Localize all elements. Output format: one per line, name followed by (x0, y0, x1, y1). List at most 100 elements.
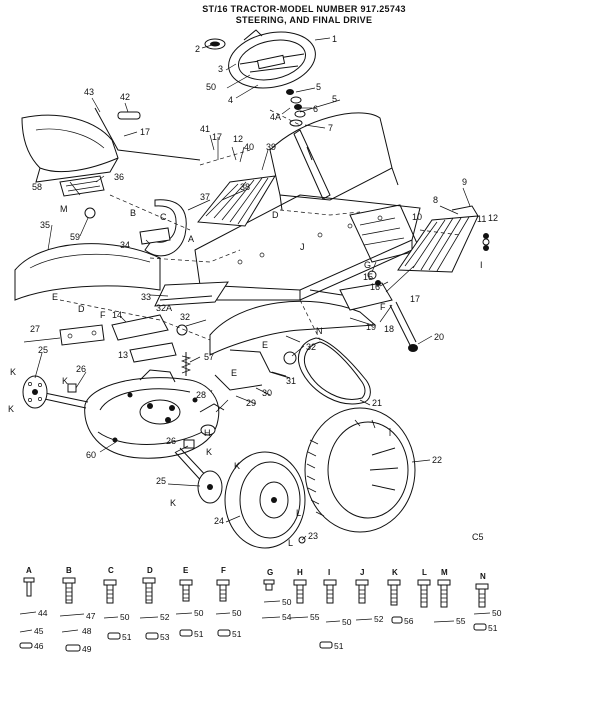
letter-K-5: K (234, 461, 240, 471)
hardware-letter-E: E (183, 566, 189, 575)
letter-N: N (316, 326, 323, 336)
callout-16: 16 (370, 282, 380, 292)
letter-F-panel: F (100, 310, 106, 320)
callout-40: 40 (244, 142, 254, 152)
hardware-number-54: 54 (282, 612, 292, 622)
callout-17-gear: 17 (410, 294, 420, 304)
letter-I: I (480, 260, 483, 270)
fender-right (209, 300, 377, 356)
hardware-column-C: C 50 51 (103, 566, 132, 642)
letter-K-1: K (10, 367, 16, 377)
hardware-letter-M: M (441, 568, 448, 577)
callout-28: 28 (196, 390, 206, 400)
callout-19: 19 (366, 322, 376, 332)
sheet-code: C5 (472, 532, 484, 542)
seat-handle (94, 107, 201, 161)
callout-59: 59 (70, 232, 80, 242)
hardware-number-45: 45 (34, 626, 44, 636)
hardware-number-51-c: 51 (122, 632, 132, 642)
steering-cap (204, 38, 226, 50)
hardware-letter-G: G (267, 568, 273, 577)
panel-14 (111, 314, 169, 341)
callout-21: 21 (372, 398, 382, 408)
hardware-letter-I: I (328, 568, 330, 577)
hardware-column-I: I 50 (323, 568, 352, 627)
rear-tire-22 (304, 407, 416, 533)
letter-M: M (60, 204, 68, 214)
hardware-number-56: 56 (404, 616, 414, 626)
hardware-column-A: A 44 45 46 (19, 566, 48, 651)
callout-38: 38 (240, 182, 250, 192)
callout-20: 20 (434, 332, 444, 342)
hardware-number-51-n: 51 (488, 623, 498, 633)
hardware-letter-H: H (297, 568, 303, 577)
seat-bracket (59, 175, 105, 219)
panel-13 (129, 342, 177, 363)
callout-27: 27 (30, 324, 40, 334)
hardware-number-46: 46 (34, 641, 44, 651)
hardware-number-51-e: 51 (194, 629, 204, 639)
callout-5-lower: 5 (332, 94, 337, 104)
letter-B: B (130, 208, 136, 218)
pulley-knob (176, 324, 297, 365)
callout-37: 37 (200, 192, 210, 202)
hardware-letter-B: B (66, 566, 72, 575)
callout-12-right: 12 (488, 213, 498, 223)
fender-left (14, 243, 161, 301)
transaxle-60 (84, 369, 220, 459)
hardware-number-50-n: 50 (492, 608, 502, 618)
hardware-letter-A: A (26, 566, 32, 575)
hardware-column-K: K 56 (387, 568, 414, 626)
callout-26-left: 26 (76, 364, 86, 374)
letter-H: H (204, 428, 211, 438)
plate-34 (139, 227, 171, 245)
steering-shaft (289, 119, 331, 200)
callout-1: 1 (332, 34, 337, 44)
callout-10: 10 (412, 212, 422, 222)
hardware-number-55-h: 55 (310, 612, 320, 622)
callout-26-right: 26 (166, 436, 176, 446)
letter-K-4: K (206, 447, 212, 457)
hardware-number-50-i: 50 (342, 617, 352, 627)
axle-left (39, 391, 89, 409)
callout-35: 35 (40, 220, 50, 230)
callout-13: 13 (118, 350, 128, 360)
panel-27 (59, 324, 105, 346)
letter-E-rod: E (262, 340, 268, 350)
footrest-bolts (482, 233, 490, 251)
callout-7: 7 (328, 123, 333, 133)
hardware-number-50-e: 50 (194, 608, 204, 618)
hardware-number-53: 53 (160, 632, 170, 642)
hardware-column-F: F 50 51 (215, 566, 242, 639)
hardware-number-44: 44 (38, 608, 48, 618)
callout-50: 50 (206, 82, 216, 92)
callout-3: 3 (218, 64, 223, 74)
callout-9: 9 (462, 177, 467, 187)
callout-2: 2 (195, 44, 200, 54)
callout-33: 33 (141, 292, 151, 302)
hardware-number-48: 48 (82, 626, 92, 636)
letter-F-gear: F (380, 302, 386, 312)
hardware-legend: A 44 45 46 B 47 48 49 C 50 51 (19, 566, 502, 654)
callout-22: 22 (432, 455, 442, 465)
letter-L-2: L (288, 538, 293, 548)
hardware-number-50-g: 50 (282, 597, 292, 607)
callout-4a: 4A (270, 112, 281, 122)
hardware-column-J: J 52 51 (319, 568, 384, 651)
wheel-rim-24 (224, 451, 306, 549)
callout-32-left: 32 (180, 312, 190, 322)
hardware-column-B: B 47 48 49 (59, 566, 96, 654)
hardware-number-52-j: 52 (374, 614, 384, 624)
callout-58: 58 (32, 182, 42, 192)
letter-D-left: D (78, 304, 85, 314)
callout-39: 39 (266, 142, 276, 152)
callout-41: 41 (200, 124, 210, 134)
dash-panel (269, 112, 399, 211)
letter-A: A (188, 234, 194, 244)
callout-6: 6 (313, 104, 318, 114)
letter-K-2: K (62, 376, 68, 386)
hardware-letter-L: L (422, 568, 427, 577)
callout-12-left: 12 (233, 134, 243, 144)
